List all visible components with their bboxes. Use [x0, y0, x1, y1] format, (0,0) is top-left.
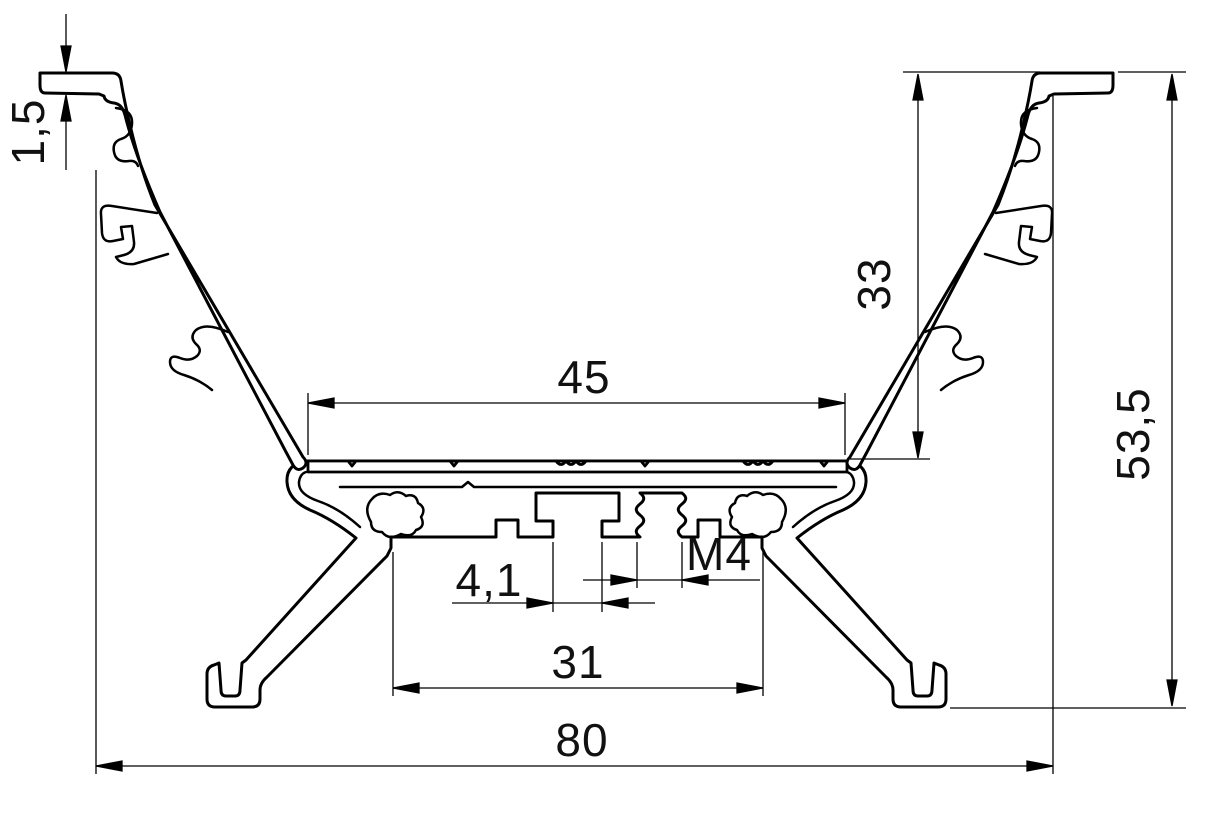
label-slot-span: 31 — [551, 636, 604, 688]
dimension-overall-height — [950, 71, 1186, 709]
dimension-overall-width — [95, 96, 1054, 774]
dimension-labels: 1,5 33 53,5 45 4,1 M4 31 80 — [2, 99, 1159, 766]
flange-and-arm — [38, 71, 308, 471]
label-overall-width: 80 — [555, 714, 608, 766]
profile-body — [205, 459, 948, 709]
dimension-inner-width — [307, 393, 846, 455]
label-inner-width: 45 — [557, 351, 610, 403]
label-thread-size: M4 — [686, 528, 752, 580]
label-slot-width: 4,1 — [456, 554, 523, 606]
dimension-slot-width — [452, 542, 655, 612]
cover-clip-hook — [99, 204, 170, 266]
label-overall-height: 53,5 — [1107, 387, 1159, 481]
body-top-line — [338, 480, 838, 489]
dimension-thread-size — [583, 542, 760, 588]
left-wall-inner-line — [297, 470, 362, 529]
clip-feature-right — [728, 491, 787, 539]
profile-cross-section — [38, 71, 1115, 709]
dimension-slot-span — [392, 552, 764, 696]
arm-left — [38, 71, 308, 471]
dimension-flange-thickness — [60, 14, 72, 170]
dimension-annotations — [60, 14, 1186, 774]
label-flange-thickness: 1,5 — [2, 99, 54, 166]
cover-clip-upper — [112, 106, 140, 168]
dimension-cavity-depth — [850, 71, 1040, 460]
profile-plate — [306, 459, 849, 474]
label-cavity-depth: 33 — [848, 257, 900, 310]
clip-feature-left — [366, 491, 425, 539]
right-wall-inner-line — [791, 470, 856, 529]
mid-arm-hook — [168, 325, 230, 392]
